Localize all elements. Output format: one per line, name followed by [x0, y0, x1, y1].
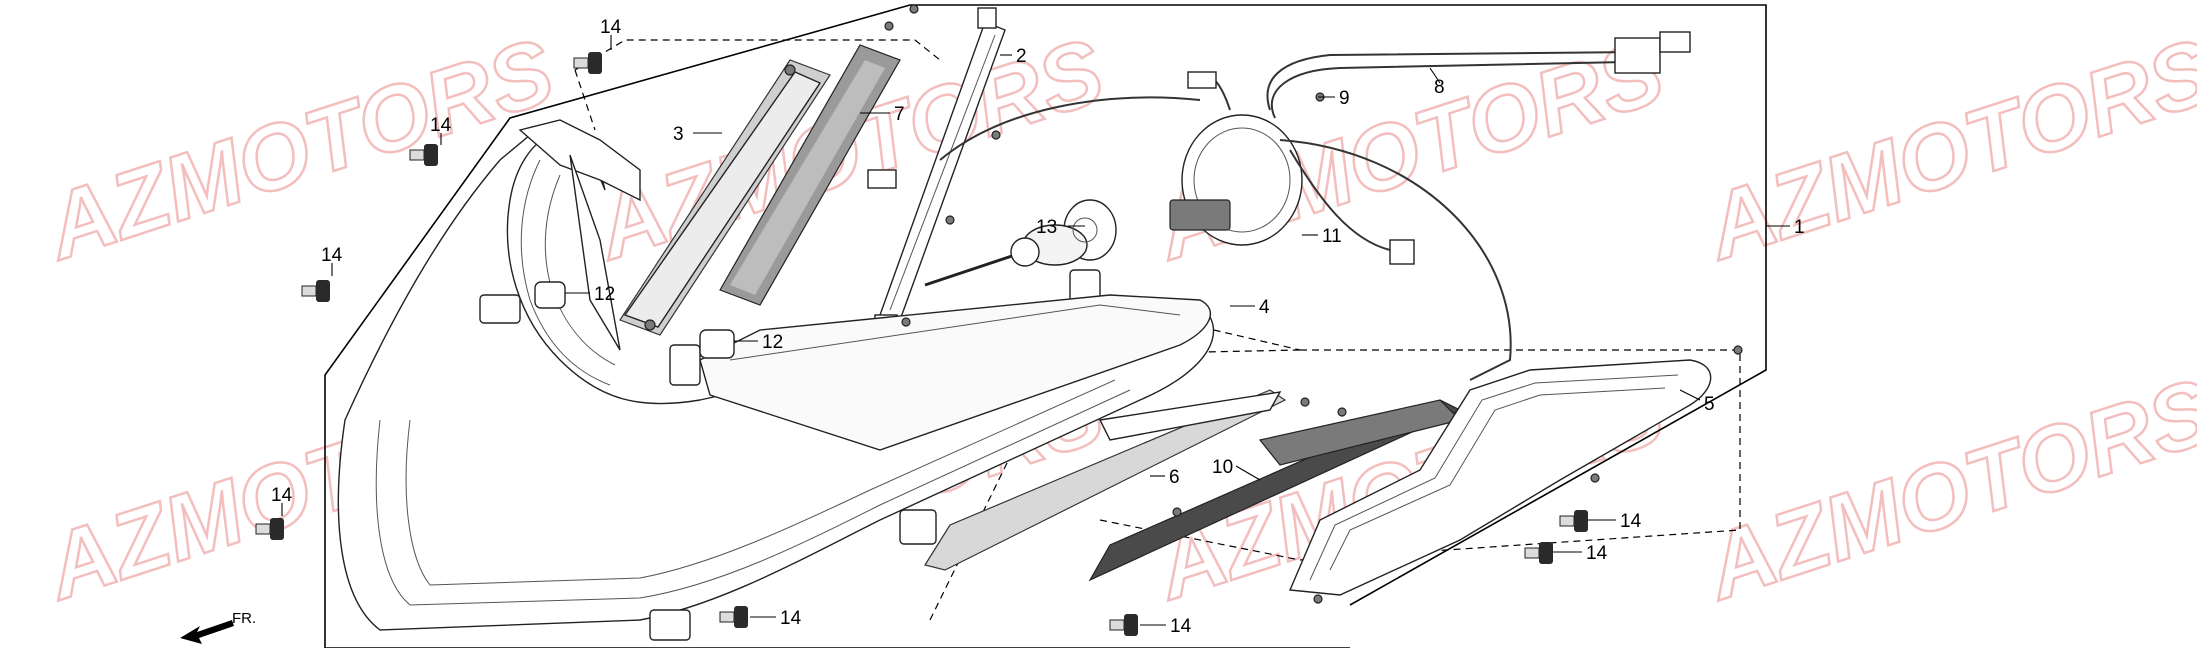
callout-14: 14: [1586, 543, 1608, 564]
leader-lines: [281, 35, 1701, 626]
part-12-grommets: [534, 281, 735, 359]
part-6-side-trim: [924, 389, 1287, 571]
bolt: [301, 280, 330, 302]
callout-10: 10: [1212, 457, 1233, 478]
front-label: FR.: [232, 610, 256, 627]
part-4-lens-frame: [699, 294, 1212, 451]
part-8-wiring-harness: [867, 31, 1691, 381]
callout-14: 14: [600, 17, 622, 38]
front-direction-indicator: FR.: [180, 610, 256, 644]
bolt: [1559, 510, 1588, 532]
front-arrow-icon: [180, 620, 234, 644]
assembly-frame: [324, 4, 1790, 648]
grommet-upper: [534, 281, 566, 309]
adjuster-screw: [924, 237, 1040, 287]
callout-14: 14: [430, 115, 452, 136]
callout-14: 14: [271, 485, 293, 506]
bolt: [1524, 542, 1553, 564]
watermark-text: AZMOTORS: [1693, 360, 2197, 620]
watermark-text: AZMOTORS: [1693, 20, 2197, 280]
bolt: [409, 144, 438, 166]
bolt: [719, 606, 748, 628]
grommet-lower: [699, 329, 735, 359]
callout-12: 12: [594, 284, 615, 305]
callout-14: 14: [780, 608, 802, 629]
part-14-bolts: [255, 52, 1588, 636]
callout-11: 11: [1322, 226, 1342, 247]
part-3-reflector-plate: [619, 59, 831, 336]
callout-1: 1: [1794, 217, 1805, 238]
part-11-bulb-cover: [1169, 114, 1303, 246]
callout-14: 14: [1170, 616, 1192, 637]
callout-6: 6: [1169, 467, 1180, 488]
callout-7: 7: [894, 104, 905, 125]
callout-9: 9: [1339, 88, 1350, 109]
callout-13: 13: [1036, 217, 1057, 238]
callout-8: 8: [1434, 77, 1445, 98]
bolt: [255, 518, 284, 540]
callout-2: 2: [1016, 46, 1027, 67]
bolt: [573, 52, 602, 74]
callout-3: 3: [673, 124, 684, 145]
small-screws: [884, 4, 1743, 604]
callout-12: 12: [762, 332, 783, 353]
part-7-lens-plate: [719, 44, 901, 306]
callout-5: 5: [1704, 394, 1715, 415]
headlight-housing: [337, 119, 1215, 641]
part-5-position-lamp: [1288, 359, 1712, 596]
bolt: [1109, 614, 1138, 636]
callout-14: 14: [1620, 511, 1642, 532]
callout-4: 4: [1259, 297, 1270, 318]
callout-14: 14: [321, 245, 343, 266]
callout-labels: 1 2 3 4 5 6 7 8 9 10 11 12 12 13 14 14 1…: [271, 17, 1805, 637]
